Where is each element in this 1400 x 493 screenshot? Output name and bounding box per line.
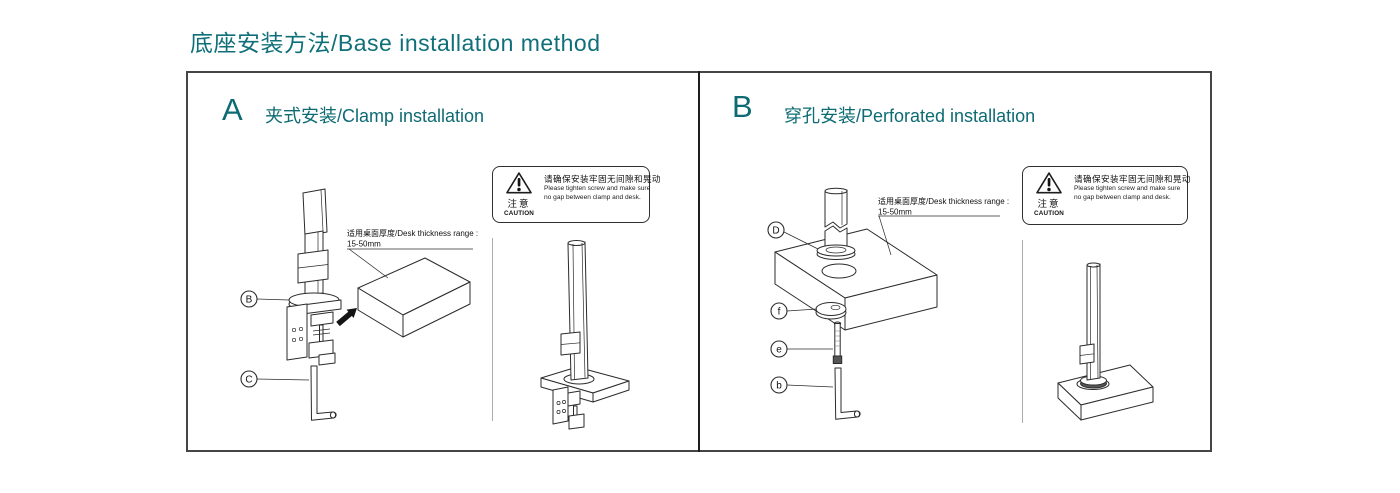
caution-box-a: 注意 CAUTION 请确保安装牢固无间隙和晃动 Please tighten …: [492, 166, 661, 223]
pole-collar: [1079, 343, 1095, 365]
section-b-letter: B: [732, 89, 753, 124]
screw-bolt: [832, 321, 843, 364]
caution-message-zh: 请确保安装牢固无间隙和晃动: [544, 174, 661, 184]
hex-wrench: [834, 367, 861, 420]
section-divider: [698, 71, 700, 452]
fixing-plate: [815, 302, 847, 320]
pole-collar: [560, 331, 581, 356]
pole: [816, 187, 856, 260]
caution-box-b: 注意 CAUTION 请确保安装牢固无间隙和晃动 Please tighten …: [1022, 166, 1191, 225]
clamp-pole-assembly: [286, 188, 342, 366]
caution-message-zh: 请确保安装牢固无间隙和晃动: [1074, 174, 1191, 184]
svg-text:适用桌面厚度/Desk thickness range :: 适用桌面厚度/Desk thickness range :: [347, 228, 478, 238]
svg-text:15-50mm: 15-50mm: [878, 208, 912, 217]
desk-surface: [774, 228, 938, 331]
svg-text:e: e: [776, 345, 782, 356]
svg-text:适用桌面厚度/Desk thickness range :: 适用桌面厚度/Desk thickness range :: [878, 196, 1009, 206]
pole: [567, 240, 589, 381]
clamp-under-desk: [552, 386, 585, 430]
part-label-clamp-pole: B: [240, 290, 290, 308]
part-label-fixing-plate: f: [770, 302, 818, 320]
desk-surface: [1057, 364, 1154, 421]
desk-thickness-note: 适用桌面厚度/Desk thickness range : 15-50mm: [347, 228, 478, 279]
svg-text:15-50mm: 15-50mm: [347, 240, 381, 249]
part-label-hex-wrench: C: [240, 370, 310, 388]
section-a-heading: 夹式安装/Clamp installation: [265, 106, 485, 126]
caution-message-en-1: Please tighten screw and make sure: [544, 185, 651, 192]
section-a-letter: A: [222, 92, 243, 127]
part-label-screw: e: [770, 340, 833, 358]
caution-attention-zh: 注意: [1037, 199, 1061, 210]
warning-triangle-icon: [506, 172, 532, 194]
caution-attention-zh: 注意: [507, 199, 531, 210]
clamp-parts-diagram: 适用桌面厚度/Desk thickness range : 15-50mm: [240, 188, 478, 421]
svg-text:B: B: [246, 295, 253, 306]
clamp-installed-diagram: [540, 240, 630, 430]
desk-thickness-note: 适用桌面厚度/Desk thickness range : 15-50mm: [878, 196, 1009, 256]
caution-a-attention: 注意 CAUTION: [499, 171, 539, 217]
part-label-hex-wrench: b: [770, 376, 834, 394]
perforated-parts-diagram: 适用桌面厚度/Desk thickness range : 15-50mm D …: [767, 187, 1009, 420]
section-b-heading: 穿孔安装/Perforated installation: [784, 106, 1036, 126]
caution-attention-en: CAUTION: [503, 210, 535, 217]
desk-hole: [821, 263, 857, 279]
move-arrow-icon: [336, 308, 357, 327]
hex-wrench: [310, 365, 337, 421]
caution-attention-en: CAUTION: [1033, 210, 1065, 217]
section-a-inner-divider: [492, 238, 493, 421]
svg-text:C: C: [245, 375, 252, 386]
caution-message-en-2: no gap between clamp and desk.: [1074, 193, 1171, 201]
svg-text:f: f: [778, 307, 781, 318]
caution-a-message: 请确保安装牢固无间隙和晃动 Please tighten screw and m…: [544, 171, 661, 202]
svg-text:b: b: [776, 381, 782, 392]
caution-b-message: 请确保安装牢固无间隙和晃动 Please tighten screw and m…: [1074, 171, 1191, 202]
part-label-pole: D: [767, 221, 819, 250]
caution-b-attention: 注意 CAUTION: [1029, 171, 1069, 217]
section-b-inner-divider: [1022, 240, 1023, 423]
svg-text:D: D: [772, 226, 779, 237]
warning-triangle-icon: [1036, 172, 1062, 194]
desk-surface: [357, 257, 471, 338]
perforated-installed-diagram: [1057, 262, 1154, 421]
caution-message-en-1: Please tighten screw and make sure: [1074, 185, 1181, 192]
caution-message-en-2: no gap between clamp and desk.: [544, 193, 641, 201]
page-title: 底座安装方法/Base installation method: [190, 30, 601, 56]
